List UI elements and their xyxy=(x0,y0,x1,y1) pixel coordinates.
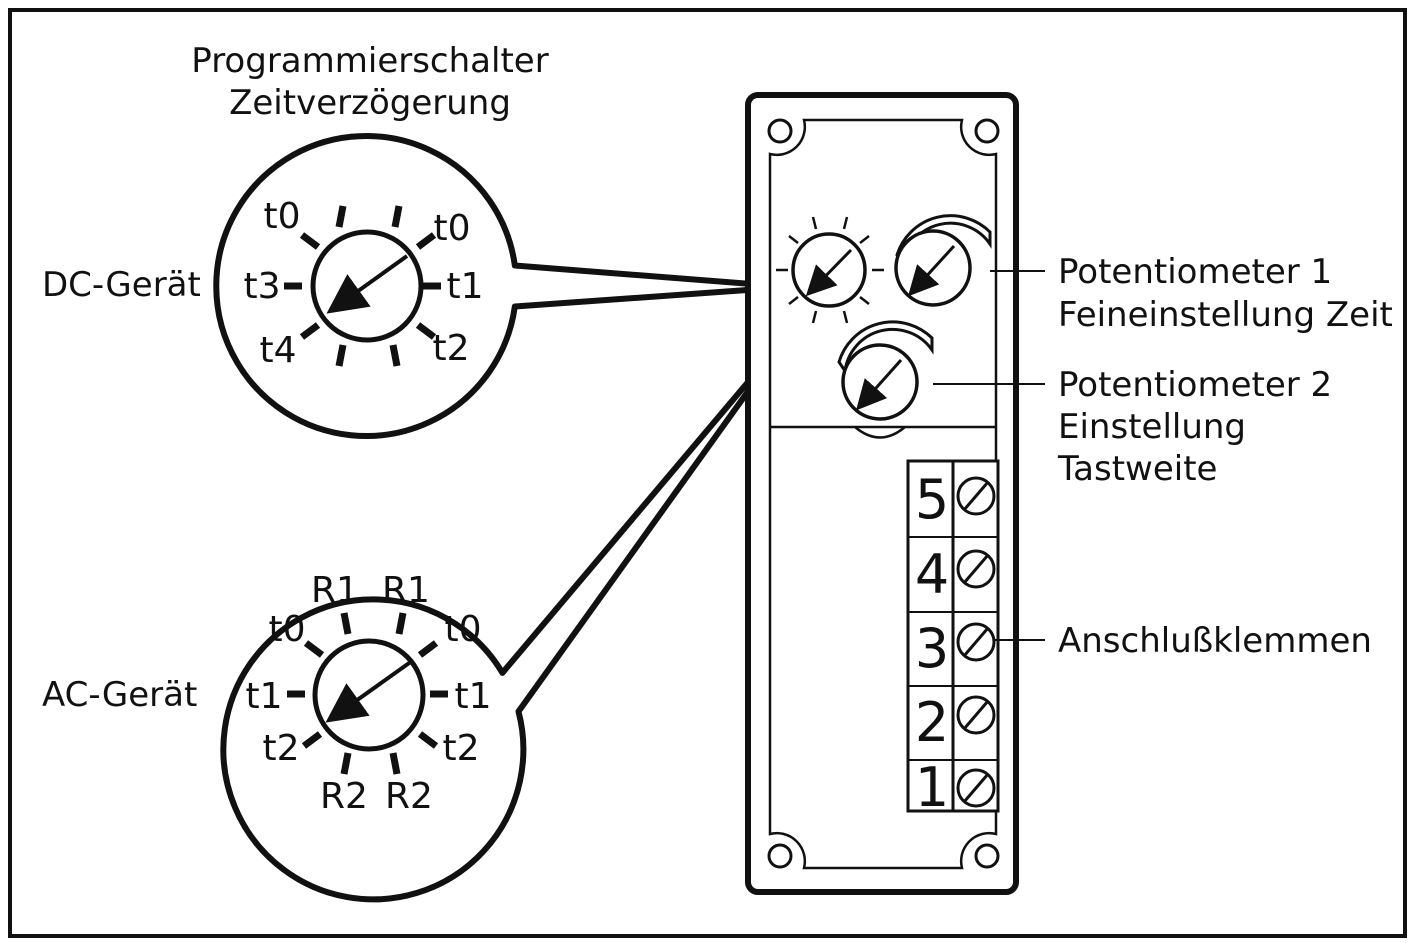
pot2-pointer xyxy=(856,359,903,411)
selector-tick xyxy=(842,216,849,230)
dc-tick xyxy=(391,205,403,228)
ac-dial-label: R2 xyxy=(385,776,433,817)
dc-dial-label: t0 xyxy=(263,196,300,237)
ac-tick xyxy=(340,612,352,635)
terminal-screw-icon xyxy=(956,476,996,516)
selector-tick xyxy=(788,296,799,305)
selector-tick xyxy=(859,296,870,305)
device-selector-switch xyxy=(776,216,884,324)
dc-tick xyxy=(299,232,321,250)
title-line2: Zeitverzögerung xyxy=(229,83,511,123)
dc-dial-label: t3 xyxy=(243,266,280,307)
dc-dial-label: t1 xyxy=(446,266,483,307)
terminal-block: 5 4 3 2 1 xyxy=(906,459,1000,819)
ac-tick xyxy=(395,612,407,635)
dc-dial-label: t2 xyxy=(432,328,469,369)
ac-dial-label: t2 xyxy=(442,728,479,769)
ac-zoom-callout: R1 R1 t0 t0 t1 t1 t2 t2 R2 R2 xyxy=(220,327,795,903)
dc-tick xyxy=(415,232,437,250)
dc-dial-ticks xyxy=(284,205,441,367)
terminal-screw-icon xyxy=(956,695,996,735)
ac-tick xyxy=(340,752,352,775)
terminal-screw-icon xyxy=(956,549,996,589)
mounting-hole-icon xyxy=(767,843,793,869)
terminal-number: 4 xyxy=(915,543,949,606)
terminals-label: Anschlußklemmen xyxy=(1058,621,1372,661)
ac-dial-label: R2 xyxy=(320,776,368,817)
ac-callout-outline xyxy=(220,327,795,903)
screw-slot xyxy=(962,481,990,511)
ac-tick xyxy=(389,752,401,775)
outer-frame xyxy=(8,8,1407,938)
ac-tick xyxy=(417,640,439,658)
selector-knob xyxy=(791,232,867,308)
terminal-screw-icon xyxy=(956,768,996,808)
pot2-label-line2: Einstellung xyxy=(1058,407,1246,447)
selector-ticks xyxy=(776,216,884,324)
ac-tick xyxy=(417,731,439,749)
ac-dial-label: R1 xyxy=(311,570,359,611)
pot1-pointer xyxy=(907,244,956,297)
pot2-label-line3: Tastweite xyxy=(1057,449,1217,489)
dc-dial-pointer xyxy=(326,254,409,314)
screw-slot xyxy=(962,773,990,803)
ac-dial-label: t0 xyxy=(268,609,305,650)
selector-tick xyxy=(811,310,818,324)
ac-dial-label: R1 xyxy=(382,570,430,611)
mounting-hole-icon xyxy=(974,843,1000,869)
ac-dial-ticks xyxy=(287,612,448,775)
ac-dial-knob xyxy=(312,638,426,752)
screw-slot xyxy=(962,700,990,730)
ac-dial-label: t1 xyxy=(454,676,491,717)
title-line1: Programmierschalter xyxy=(191,41,548,81)
selector-tick xyxy=(842,310,849,324)
mounting-hole-icon xyxy=(974,118,1000,144)
potentiometer-2 xyxy=(837,320,934,421)
screw-slot xyxy=(962,627,990,657)
dc-callout-outline xyxy=(213,133,793,439)
potentiometer-1 xyxy=(894,214,992,307)
dc-tick xyxy=(335,205,347,228)
ac-dial-label: t1 xyxy=(245,676,282,717)
selector-pointer xyxy=(805,248,853,297)
terminal-number: 2 xyxy=(915,691,949,754)
ac-dial-label: t0 xyxy=(444,609,481,650)
dc-dial-label: t4 xyxy=(259,330,296,371)
ac-tick xyxy=(303,640,325,658)
selector-tick xyxy=(811,216,818,230)
housing-divider-notch xyxy=(854,426,906,439)
ac-dial-pointer xyxy=(325,659,414,723)
screw-slot xyxy=(962,554,990,584)
housing-inner xyxy=(768,118,998,870)
terminal-screw-icon xyxy=(956,622,996,662)
dc-zoom-callout: t0 t0 t3 t1 t4 t2 xyxy=(213,133,793,439)
terminal-number: 1 xyxy=(915,756,949,819)
terminal-number: 5 xyxy=(915,468,949,531)
terminal-number: 3 xyxy=(915,617,949,680)
dc-tick xyxy=(299,322,321,340)
dc-device-label: DC-Gerät xyxy=(42,265,201,305)
ac-device-label: AC-Gerät xyxy=(42,675,197,715)
selector-tick xyxy=(859,235,870,244)
dc-tick xyxy=(389,344,401,367)
ac-dial-label: t2 xyxy=(262,728,299,769)
selector-tick xyxy=(788,235,799,244)
pot1-label-line1: Potentiometer 1 xyxy=(1058,252,1332,292)
dc-tick xyxy=(415,322,437,340)
pot1-label-line2: Feineinstellung Zeit xyxy=(1058,295,1393,335)
pot2-label-line1: Potentiometer 2 xyxy=(1058,365,1332,405)
mounting-hole-icon xyxy=(767,118,793,144)
dc-tick xyxy=(335,344,347,367)
ac-tick xyxy=(301,731,323,749)
dc-dial-label: t0 xyxy=(433,208,470,249)
pot2-range-arc xyxy=(837,320,934,376)
